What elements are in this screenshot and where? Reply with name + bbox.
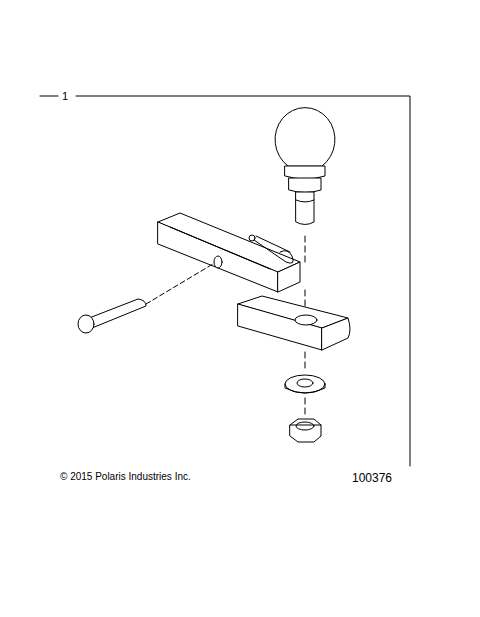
copyright-note: © 2015 Polaris Industries Inc. <box>60 471 191 482</box>
figure-number: 100376 <box>352 472 392 485</box>
center-line <box>305 236 306 262</box>
hitch-ball <box>275 108 335 225</box>
hairpin-clip <box>249 235 293 263</box>
nut <box>290 398 321 442</box>
drawbar <box>158 213 350 350</box>
frame-line <box>76 96 410 466</box>
washer <box>285 352 325 393</box>
frame-line <box>40 96 58 97</box>
hitch-pin <box>78 264 213 333</box>
callout-number: 1 <box>62 90 68 102</box>
